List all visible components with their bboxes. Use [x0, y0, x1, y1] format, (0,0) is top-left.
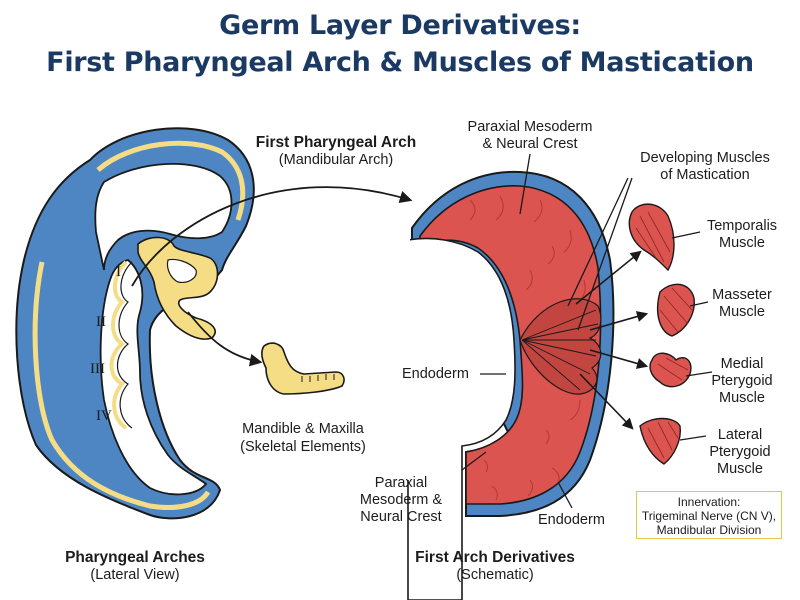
mandible-title: Mandible & Maxilla [242, 421, 364, 437]
developing-line1: Developing Muscles [640, 150, 770, 166]
arrow-to-mandible [187, 311, 263, 367]
innervation-line2: Trigeminal Nerve (CN V), [641, 509, 777, 523]
medial-pterygoid-line2: Pterygoid [711, 373, 773, 389]
endoderm-left-label: Endoderm [402, 366, 469, 382]
endoderm-bottom-label: Endoderm [538, 512, 605, 528]
first-arch-skeleton [137, 236, 219, 340]
muscle-leader-lines [671, 231, 713, 441]
lateral-pterygoid-line2: Pterygoid [709, 444, 771, 460]
page-title-line1: Germ Layer Derivatives: [219, 10, 581, 41]
lateral-pterygoid-line3: Muscle [717, 461, 763, 477]
temporalis-muscle [628, 203, 675, 272]
embryo-cavity-lower [99, 259, 208, 496]
lateral-pterygoid-line1: Lateral [717, 427, 763, 443]
embryo-illustration: I II III IV [15, 127, 255, 520]
innervation-box: Innervation: Trigeminal Nerve (CN V), Ma… [636, 491, 782, 539]
arrow-to-schematic [131, 186, 413, 287]
right-caption-title: First Arch Derivatives [415, 549, 575, 566]
lateral-pterygoid-muscle [639, 417, 681, 465]
arch-label-4: IV [96, 408, 112, 424]
medial-pterygoid-line1: Medial [720, 356, 764, 372]
paraxial-bottom-line3: Neural Crest [360, 509, 442, 525]
endoderm-cavity [407, 237, 516, 600]
temporalis-line1: Temporalis [706, 218, 778, 234]
leader-lines [461, 153, 633, 509]
masseter-muscle [656, 283, 695, 337]
first-arch-title: First Pharyngeal Arch [255, 134, 417, 151]
pharyngeal-arch-bumps [109, 260, 128, 430]
page-title-line2: First Pharyngeal Arch & Muscles of Masti… [46, 47, 754, 78]
first-arch-subtitle: (Mandibular Arch) [278, 152, 394, 168]
masseter-line1: Masseter [712, 287, 772, 303]
paraxial-bottom-line1: Paraxial [374, 475, 428, 491]
temporalis-line2: Muscle [719, 235, 765, 251]
medial-pterygoid-line3: Muscle [719, 390, 765, 406]
left-caption-subtitle: (Lateral View) [90, 567, 180, 583]
arch-label-2: II [96, 314, 106, 330]
developing-line2: of Mastication [660, 167, 750, 183]
schematic-illustration [398, 170, 615, 600]
muscle-arrows [575, 250, 649, 430]
embryo-yellow-lining [32, 140, 246, 510]
mandible-subtitle: (Skeletal Elements) [240, 439, 366, 455]
masseter-line2: Muscle [719, 304, 765, 320]
mandible-illustration [261, 342, 345, 395]
innervation-line1: Innervation: [677, 495, 741, 509]
mesoderm-body [419, 185, 602, 505]
paraxial-bottom-line2: Mesoderm & [359, 492, 443, 508]
paraxial-top-line2: & Neural Crest [482, 136, 578, 152]
arch-label-1: I [116, 264, 121, 280]
innervation-line3: Mandibular Division [656, 523, 762, 537]
arch-label-3: III [90, 361, 105, 377]
right-caption-subtitle: (Schematic) [456, 567, 534, 583]
medial-pterygoid-muscle [649, 352, 692, 388]
paraxial-top-line1: Paraxial Mesoderm [467, 119, 593, 135]
left-caption-title: Pharyngeal Arches [65, 549, 205, 566]
